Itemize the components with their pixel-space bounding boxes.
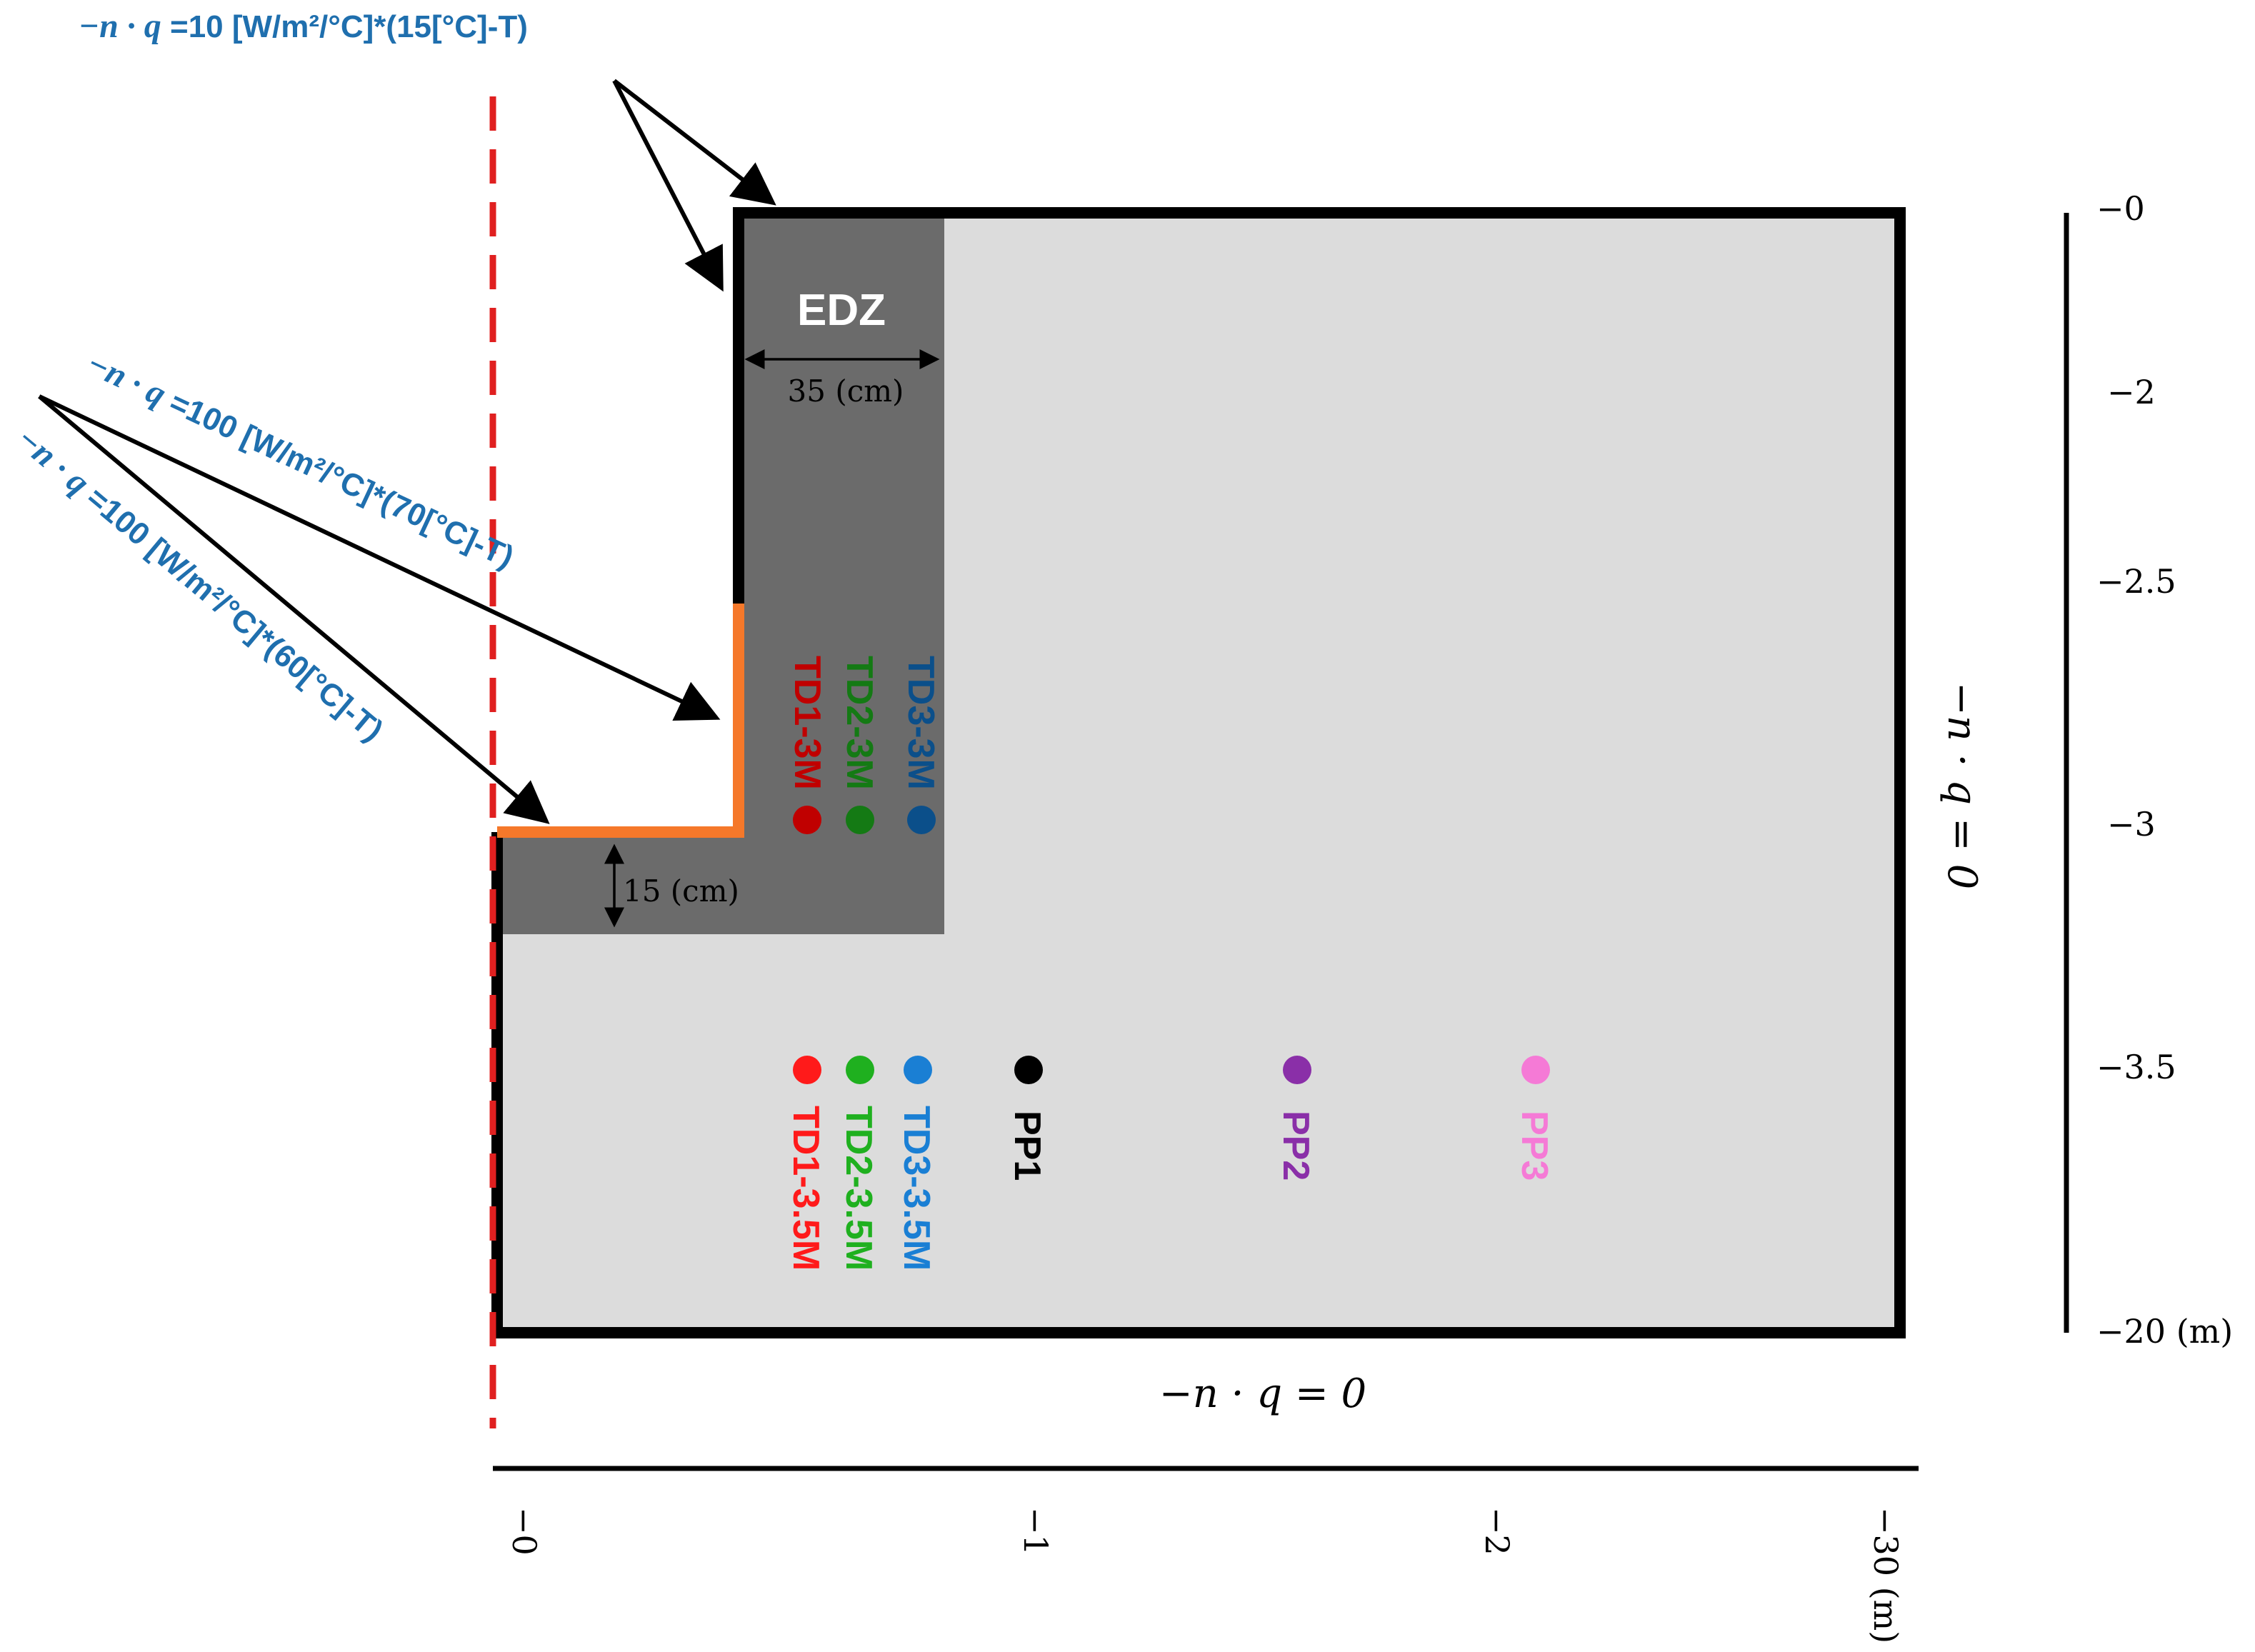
h-tick-0: −0 [505, 1507, 544, 1556]
heated-boundary [497, 604, 744, 838]
edz-horizontal-zone [497, 832, 944, 934]
bc-bottom-label: −n · q = 0 [1159, 1371, 1366, 1417]
v-tick-5: −20 (m) [2096, 1312, 2233, 1351]
sensor-td1-35m-marker [793, 1056, 821, 1084]
v-tick-2: −2.5 [2096, 562, 2176, 601]
sensor-td2-3m-marker [846, 806, 874, 834]
sensor-pp2-marker [1283, 1056, 1311, 1084]
edz-width-label: 35 (cm) [788, 374, 904, 409]
sensor-td3-3m-label: TD3-3M [900, 656, 941, 790]
sensor-td3-35m-marker [904, 1056, 932, 1084]
sensor-pp2-label: PP2 [1275, 1111, 1316, 1181]
h-tick-3: −30 (m) [1866, 1507, 1905, 1643]
v-tick-1: −2 [2107, 373, 2156, 411]
edz-label: EDZ [797, 286, 886, 335]
sensor-td2-35m-marker [846, 1056, 874, 1084]
bc-top-prefix: −n · q [79, 7, 161, 45]
bc-top-label: −n · q =10 [W/m²/°C]*(15[°C]-T) [79, 7, 528, 45]
bc-wall-prefix: −n · q [81, 344, 171, 414]
bc-floor-text: =100 [W/m²/°C]*(60[°C]-T) [73, 475, 389, 749]
sensor-td3-3m-marker [907, 806, 936, 834]
v-tick-4: −3.5 [2096, 1048, 2176, 1086]
bc-top-arrow-2 [612, 79, 724, 292]
v-tick-3: −3 [2107, 805, 2156, 843]
edz-depth-label: 15 (cm) [623, 873, 739, 908]
sensor-td3-35m-label: TD3-3.5M [896, 1106, 937, 1271]
bc-wall-arrow [38, 394, 721, 721]
sensor-td1-35m-label: TD1-3.5M [785, 1106, 826, 1271]
domain-outline [491, 207, 1906, 1338]
sensor-pp1-marker [1014, 1056, 1043, 1084]
v-tick-0: −0 [2096, 189, 2145, 228]
rock-domain [497, 213, 1900, 1333]
sensor-pp1-label: PP1 [1006, 1111, 1048, 1181]
bc-top-arrow-1 [613, 79, 776, 206]
sensor-pp3-label: PP3 [1514, 1111, 1555, 1181]
bc-floor-arrow [38, 394, 550, 824]
sensor-pp3-marker [1521, 1056, 1550, 1084]
bc-right-label: −n · q = 0 [1939, 682, 1985, 889]
h-tick-2: −2 [1478, 1507, 1516, 1556]
sensor-td2-35m-label: TD2-3.5M [838, 1106, 879, 1271]
sensor-td1-3m-label: TD1-3M [786, 656, 828, 790]
sensor-td1-3m-marker [793, 806, 821, 834]
sensor-td2-3m-label: TD2-3M [839, 656, 880, 790]
bc-top-text: =10 [W/m²/°C]*(15[°C]-T) [161, 9, 528, 44]
h-tick-1: −1 [1016, 1507, 1055, 1556]
